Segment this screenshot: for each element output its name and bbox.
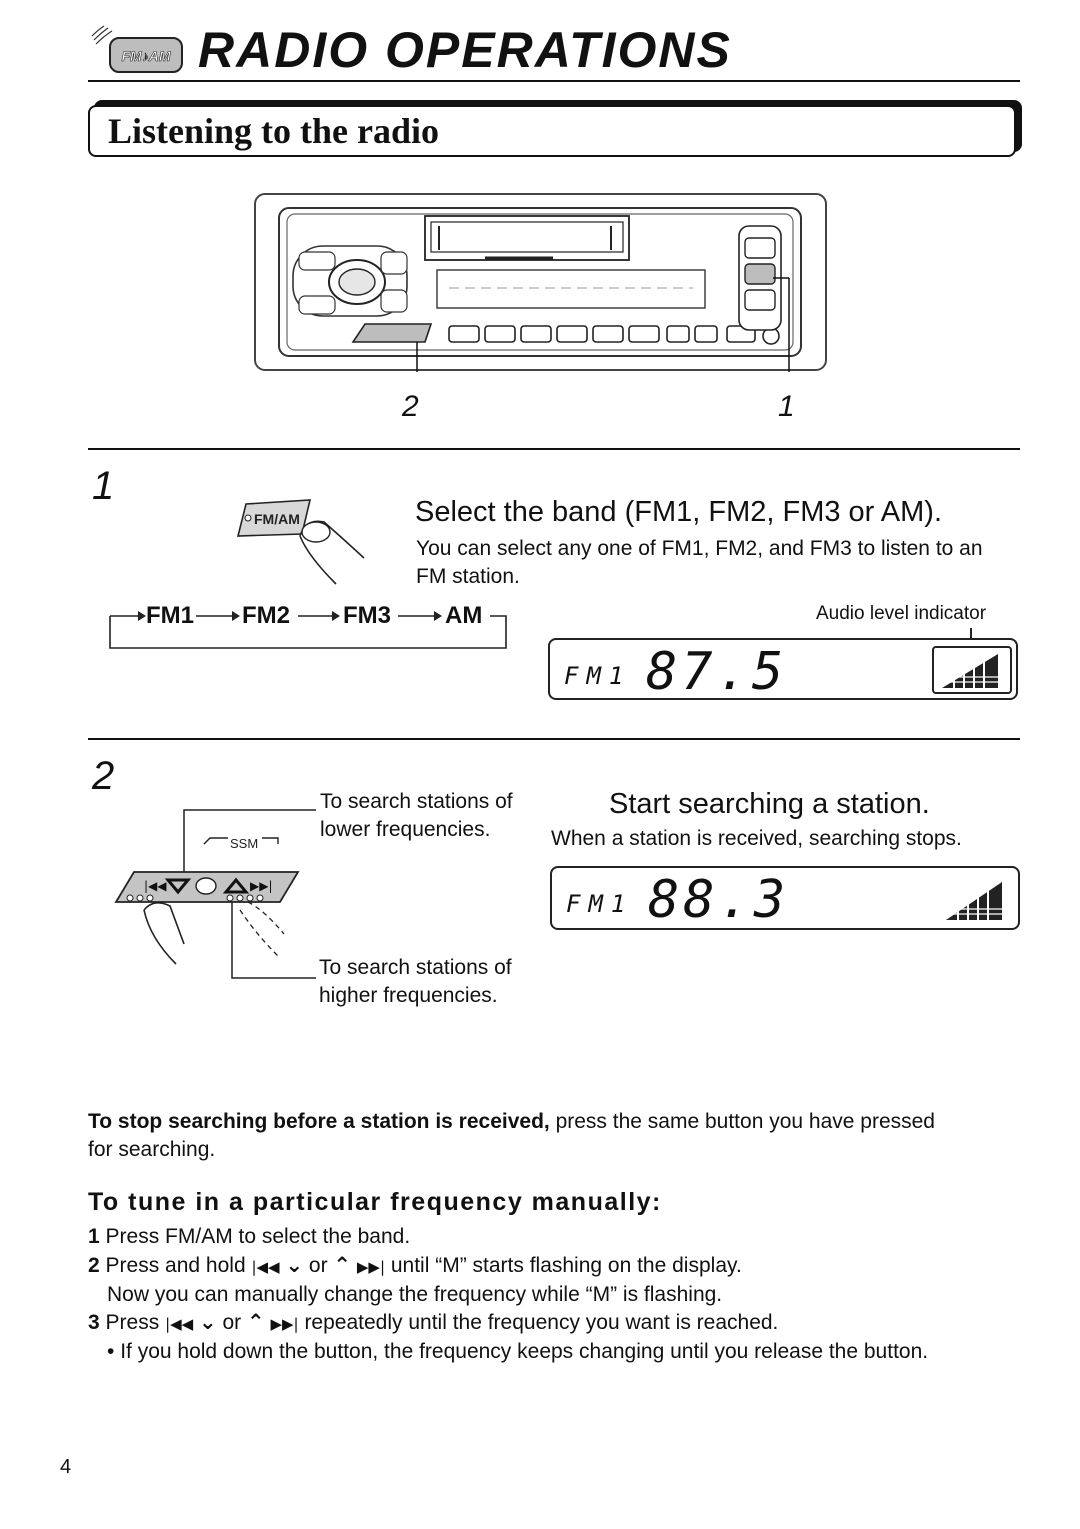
stop-note-line1: To stop searching before a station is re… [88, 1107, 1028, 1136]
title-rule [88, 80, 1020, 82]
manual-step2-or: or [308, 1254, 328, 1277]
audio-level-meter [932, 646, 1012, 694]
step2-heading: Start searching a station. [609, 788, 930, 820]
display-frequency: 87.5 [646, 642, 788, 702]
svg-text:FM/AM: FM/AM [254, 511, 300, 527]
callout-2: 2 [402, 390, 419, 423]
step1-number: 1 [92, 464, 115, 508]
band-cycle-diagram [108, 600, 508, 650]
page-title: RADIO OPERATIONS [198, 22, 732, 78]
manual-step3-a: Press [105, 1311, 160, 1334]
fm-am-icon: FM♪AM [88, 24, 188, 78]
step1-heading: Select the band (FM1, FM2, FM3 or AM). [415, 496, 942, 528]
step2-desc: When a station is received, searching st… [551, 827, 962, 850]
svg-text:FM♪AM: FM♪AM [122, 48, 171, 64]
section-box [88, 105, 1016, 157]
manual-step2-a: Press and hold [105, 1254, 246, 1277]
step1-desc-line2: FM station. [416, 565, 520, 588]
manual-step1: 1 Press FM/AM to select the band. [88, 1222, 410, 1251]
step1-rule [88, 448, 1020, 450]
audio-level-meter [940, 876, 1016, 924]
manual-step3-num: 3 [88, 1311, 100, 1334]
manual-step2-b: until “M” starts flashing on the display… [390, 1254, 742, 1277]
higher-freq-line2: higher frequencies. [319, 984, 498, 1007]
step1-desc-line1: You can select any one of FM1, FM2, and … [416, 537, 983, 560]
section-title: Listening to the radio [108, 111, 440, 151]
svg-text:▶▶|: ▶▶| [250, 879, 273, 893]
lower-freq-line2: lower frequencies. [320, 818, 491, 841]
stop-note-line2: for searching. [88, 1138, 216, 1161]
stop-note-bold: To stop searching before a station is re… [88, 1110, 550, 1133]
radio-unit-illustration [253, 192, 828, 390]
down-chevron-icon: ⌄ [285, 1253, 304, 1277]
manual-bullet: • If you hold down the button, the frequ… [107, 1337, 928, 1366]
next-icon: ▶▶| [270, 1315, 299, 1333]
band-fm2: FM2 [242, 602, 290, 629]
bullet-marker: • [107, 1340, 115, 1363]
up-chevron-icon: ⌃ [247, 1310, 265, 1334]
fm-am-button-press-illustration: FM/AM [236, 496, 366, 586]
manual-step3: 3 Press |◀◀ ⌄ or ⌃ ▶▶| repeatedly until … [88, 1308, 778, 1339]
display-band: FM1 [564, 662, 632, 690]
prev-icon: |◀◀ [251, 1258, 280, 1276]
manual-step2-line2: Now you can manually change the frequenc… [107, 1283, 723, 1306]
manual-step1-text: Press FM/AM to select the band. [105, 1225, 411, 1248]
manual-step2: 2 Press and hold |◀◀ ⌄ or ⌃ ▶▶| until “M… [88, 1251, 742, 1282]
audio-level-indicator-label: Audio level indicator [816, 603, 987, 624]
higher-freq-line1: To search stations of [319, 956, 512, 979]
next-icon: ▶▶| [356, 1258, 385, 1276]
up-chevron-icon: ⌃ [333, 1253, 352, 1277]
svg-text:|◀◀: |◀◀ [144, 879, 167, 893]
display-band: FM1 [566, 890, 634, 918]
indicator-leader-line [970, 628, 972, 642]
step2-rule [88, 738, 1020, 740]
band-fm1: FM1 [146, 602, 194, 629]
bullet-text: If you hold down the button, the frequen… [120, 1340, 929, 1363]
stop-note-rest: press the same button you have pressed [549, 1110, 935, 1133]
display-fm1-883: FM1 88.3 [550, 866, 1020, 930]
page-number: 4 [60, 1456, 72, 1478]
manual-step3-b: repeatedly until the frequency you want … [304, 1311, 779, 1334]
manual-step3-or: or [222, 1311, 242, 1334]
lower-freq-line1: To search stations of [320, 790, 513, 813]
manual-step1-num: 1 [88, 1225, 100, 1248]
svg-text:SSM: SSM [230, 836, 258, 851]
down-chevron-icon: ⌄ [199, 1310, 217, 1334]
prev-icon: |◀◀ [165, 1315, 194, 1333]
band-fm3: FM3 [343, 602, 391, 629]
step2-number: 2 [92, 754, 115, 798]
manual-step2-num: 2 [88, 1254, 100, 1277]
display-fm1-875: FM1 87.5 [548, 638, 1018, 702]
display-frequency: 88.3 [648, 870, 790, 930]
seek-buttons-illustration: SSM |◀◀ ▶▶| [110, 806, 320, 982]
band-am: AM [445, 602, 483, 629]
callout-1: 1 [778, 390, 795, 423]
manual-heading: To tune in a particular frequency manual… [88, 1188, 662, 1216]
